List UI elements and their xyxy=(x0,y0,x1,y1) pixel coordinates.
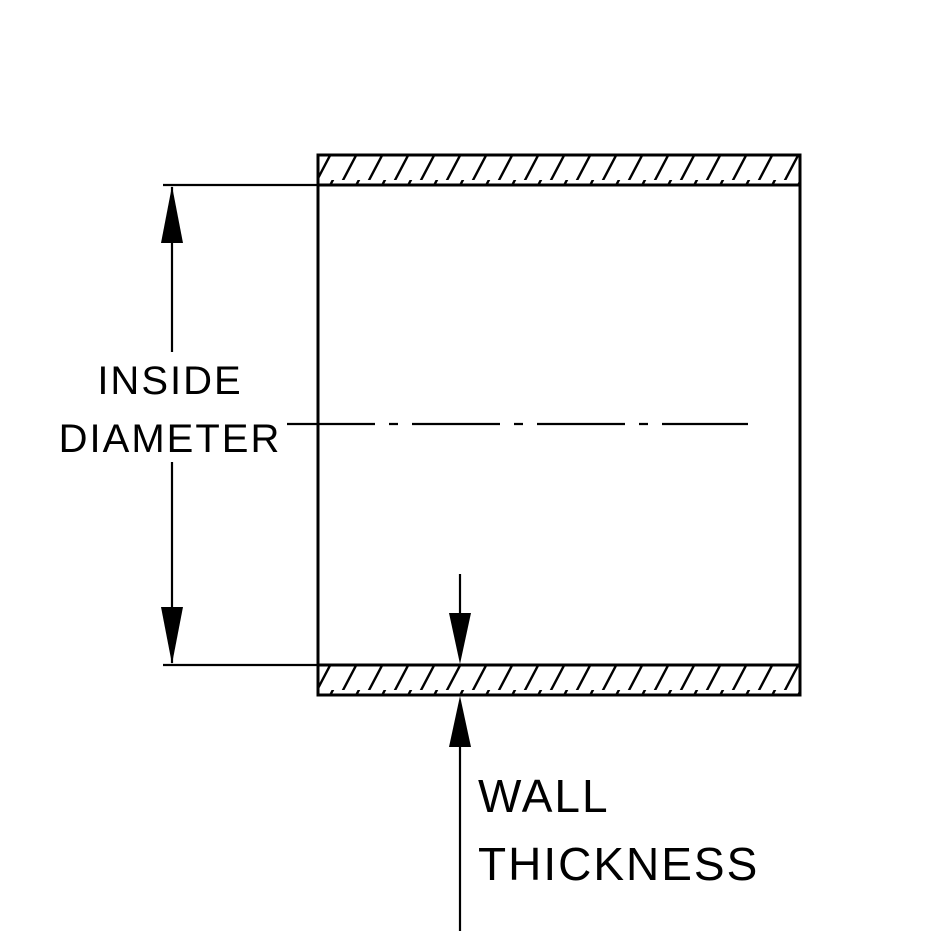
inside-diameter-label-line2: DIAMETER xyxy=(59,417,282,461)
dimension-arrow-down xyxy=(161,607,183,664)
top-wall-hatch xyxy=(316,153,802,187)
bottom-wall-hatch xyxy=(316,663,802,697)
inside-diameter-label-line1: INSIDE xyxy=(97,359,242,403)
wall-thickness-label-line2: THICKNESS xyxy=(478,838,759,890)
wall-thickness-label-line1: WALL xyxy=(478,770,610,822)
wall-thickness-arrow-up xyxy=(449,696,471,747)
wall-thickness-arrow-down xyxy=(449,613,471,664)
dimension-arrow-up xyxy=(161,186,183,243)
